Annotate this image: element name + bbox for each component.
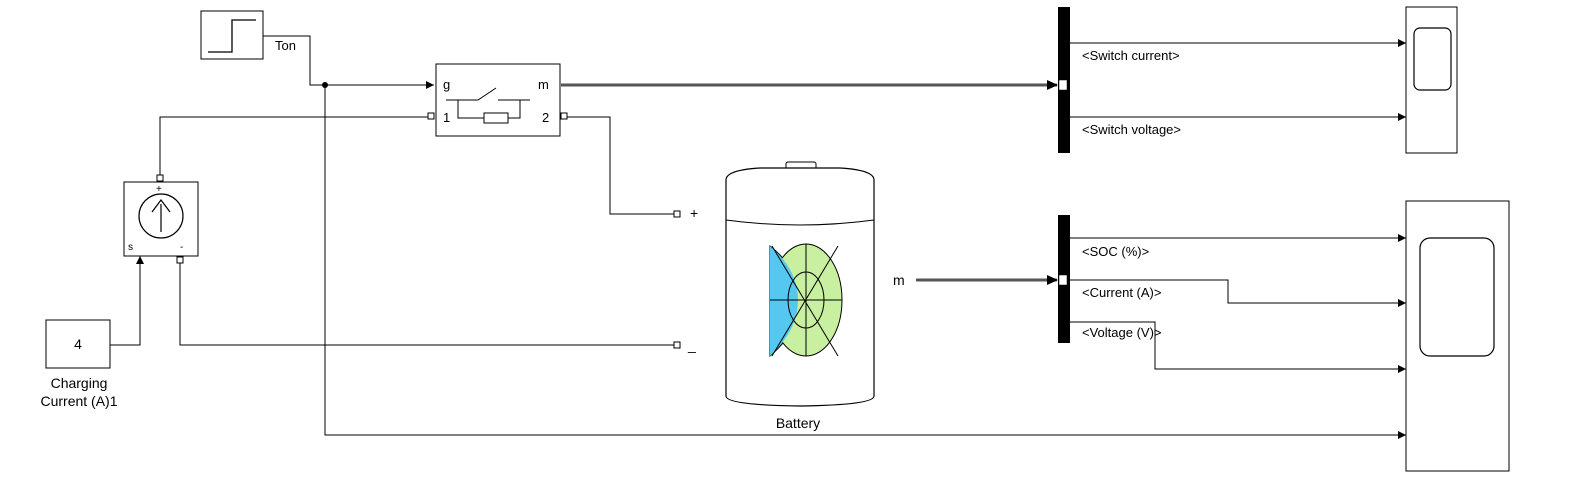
signal-soc: <SOC (%)> <box>1082 244 1149 259</box>
battery-block[interactable]: + _ Battery m <box>673 161 905 431</box>
battery-plus-label: + <box>690 205 698 221</box>
wire-current[interactable] <box>1070 279 1406 307</box>
wire-source-minus-to-battery-minus[interactable] <box>179 262 674 346</box>
switch-port-2[interactable] <box>560 112 568 120</box>
wires <box>110 35 1406 439</box>
source-s-label: s <box>128 242 133 253</box>
wire-step-to-switch-g[interactable] <box>263 35 434 89</box>
current-source-icon <box>138 193 184 239</box>
source-port-plus[interactable] <box>156 174 164 182</box>
wire-ton-to-scope2[interactable] <box>324 85 1406 439</box>
wire-switch2-to-battery-plus[interactable] <box>567 116 674 215</box>
battery-port-minus[interactable] <box>673 341 681 349</box>
bus-selector-1[interactable]: <Switch current> <Switch voltage> <box>1058 7 1181 153</box>
signal-switch-voltage: <Switch voltage> <box>1082 122 1181 137</box>
wire-voltage[interactable] <box>1070 321 1406 373</box>
battery-icon <box>725 161 875 407</box>
battery-minus-label: _ <box>687 337 696 353</box>
bus-selector-2-port <box>1058 274 1068 286</box>
bus-arrow-2 <box>1047 275 1058 285</box>
signal-switch-current: <Switch current> <box>1082 48 1180 63</box>
source-minus-label: - <box>180 242 183 253</box>
wire-constant-to-source[interactable] <box>110 256 144 346</box>
bus-selector-1-port <box>1058 79 1068 91</box>
scope-2-block[interactable] <box>1405 200 1510 472</box>
switch-port-2-label: 2 <box>542 110 549 125</box>
current-source-block[interactable]: + s - <box>123 174 199 264</box>
wire-switch1-to-source-plus[interactable] <box>159 116 428 177</box>
battery-port-plus[interactable] <box>673 210 681 218</box>
source-plus-label: + <box>156 184 162 195</box>
scope-1-block[interactable] <box>1405 6 1458 154</box>
switch-block[interactable]: g m 1 2 <box>427 63 568 137</box>
step-block[interactable]: Ton <box>200 10 296 60</box>
constant-block-body[interactable] <box>45 319 111 369</box>
source-port-minus[interactable] <box>176 256 184 264</box>
branch-point <box>322 82 328 88</box>
step-icon <box>208 19 256 53</box>
bus-selector-2[interactable]: <SOC (%)> <Current (A)> <Voltage (V)> <box>1058 215 1162 343</box>
switch-port-m-label: m <box>538 77 549 92</box>
constant-block[interactable]: 4 Charging Current (A)1 <box>40 319 118 409</box>
battery-port-m-label: m <box>893 272 905 288</box>
signal-voltage: <Voltage (V)> <box>1082 325 1162 340</box>
scope-2-screen-icon <box>1419 237 1495 357</box>
switch-port-g-label: g <box>443 77 450 92</box>
constant-label-line2: Current (A)1 <box>40 393 117 409</box>
bus-arrow-1 <box>1047 80 1058 90</box>
step-label: Ton <box>275 38 296 53</box>
constant-label-line1: Charging <box>51 375 108 391</box>
constant-value: 4 <box>74 336 82 352</box>
switch-port-1[interactable] <box>427 112 435 120</box>
switch-icon <box>446 87 530 124</box>
signal-current: <Current (A)> <box>1082 285 1161 300</box>
scope-1-screen-icon <box>1413 27 1452 91</box>
battery-label: Battery <box>776 415 820 431</box>
switch-port-1-label: 1 <box>443 110 450 125</box>
